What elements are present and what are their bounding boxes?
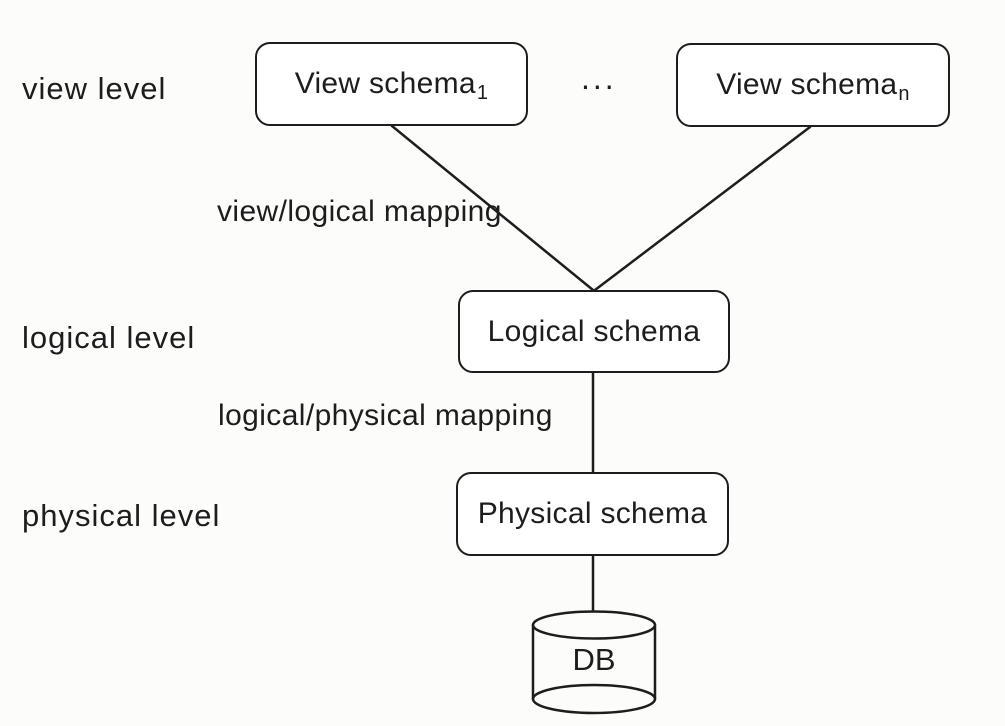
view-level-label: view level bbox=[22, 71, 167, 106]
edge-view1-to-logical bbox=[390, 124, 595, 292]
view-schema-1-subscript: 1 bbox=[476, 82, 489, 104]
view-schema-n-node: View scheman bbox=[676, 43, 950, 127]
logical-schema-node: Logical schema bbox=[458, 290, 730, 373]
view-schema-n-label: View scheman bbox=[716, 68, 910, 105]
view-logical-mapping-label: view/logical mapping bbox=[217, 195, 502, 228]
view-schema-n-subscript: n bbox=[898, 83, 910, 105]
physical-schema-label: Physical schema bbox=[477, 497, 708, 530]
db-cylinder-icon bbox=[531, 610, 657, 715]
view-schema-1-label: View schema1 bbox=[294, 67, 489, 104]
edge-viewn-to-logical bbox=[593, 125, 812, 292]
view-schema-1-node: View schema1 bbox=[255, 42, 528, 126]
ellipsis-between-views: ... bbox=[581, 60, 617, 96]
logical-schema-label: Logical schema bbox=[487, 314, 701, 348]
db-label: DB bbox=[572, 642, 616, 677]
physical-schema-node: Physical schema bbox=[456, 472, 729, 556]
logical-level-label: logical level bbox=[22, 320, 196, 355]
physical-level-label: physical level bbox=[22, 498, 221, 533]
logical-physical-mapping-label: logical/physical mapping bbox=[218, 399, 553, 432]
